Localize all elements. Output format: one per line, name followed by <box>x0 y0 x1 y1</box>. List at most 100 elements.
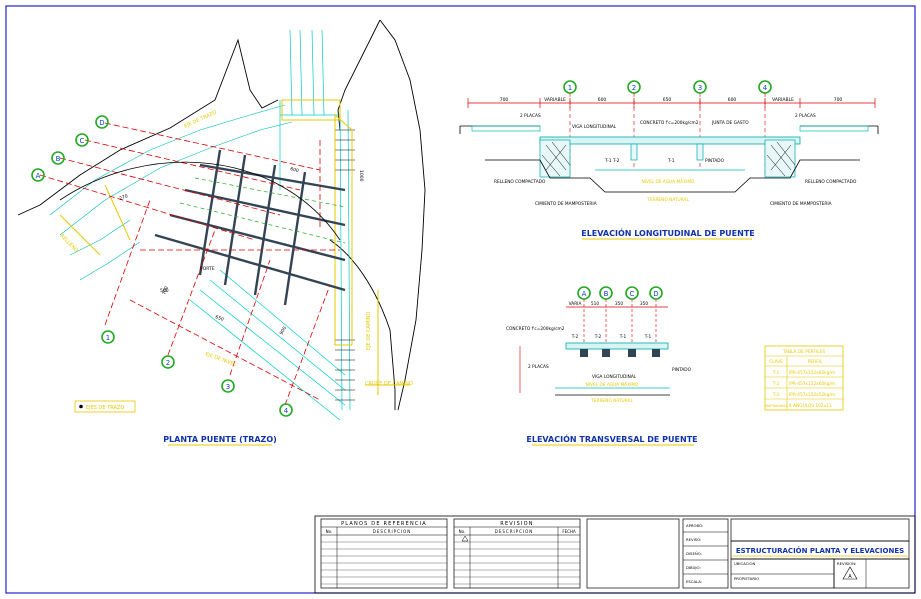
svg-text:3: 3 <box>226 383 230 391</box>
table-row-0-c1: IPR-457x152x82kg/m <box>789 370 835 376</box>
plan-dim-7: 1000 <box>358 170 364 182</box>
table-row-0-c0: T-1 <box>772 370 780 376</box>
revision-box: REVISION No. DESCRIPCION FECHA <box>453 518 581 589</box>
long-note-junta: JUNTA DE GASTO <box>711 120 749 126</box>
embankment-hatch <box>49 104 293 281</box>
plan-legend-label: EJES DE TRAZO <box>86 405 124 411</box>
svg-text:1: 1 <box>568 84 572 92</box>
trans-trabe-0: T-2 <box>571 334 579 340</box>
long-note-tt: T-1 T-2 <box>604 158 620 164</box>
long-note-t1: T-1 <box>667 158 675 164</box>
field-diseno: DISEÑÓ: <box>686 551 702 556</box>
fields-box: APROBÓ: REVISÓ: DISEÑÓ: DIBUJÓ: ESCALA: <box>682 518 729 589</box>
long-dim-0: 700 <box>500 97 509 103</box>
rev-col-0: No. <box>459 529 466 534</box>
plan-bubble-1: 1 <box>101 330 115 344</box>
profile-table: TABLA DE PERFILES CLAVE PERFIL T-1 IPR-4… <box>764 345 844 411</box>
trans-note-terreno: TERRENO NATURAL <box>590 398 633 404</box>
plan-bubble-3: 3 <box>221 379 235 393</box>
long-note-concreto: CONCRETO f'c=200kg/cm2 <box>640 120 699 126</box>
long-dim-4: 600 <box>728 97 737 103</box>
long-bubble-3: 3 <box>693 80 707 94</box>
plan-view: EJE DE TRAZO RELLENO EJE DE NIVEL EJE DE… <box>17 19 426 446</box>
svg-text:3: 3 <box>698 84 702 92</box>
svg-text:C: C <box>630 290 635 298</box>
trans-trabe-3: T-1 <box>644 334 652 340</box>
table-row-2-c1: IPR-457x152x52kg/m <box>789 392 835 398</box>
svg-text:C: C <box>80 137 85 145</box>
long-note-nivel: NIVEL DE AGUA MÁXIMO <box>642 178 695 185</box>
ref-plans-box: PLANOS DE REFERENCIA No. DESCRIPCION <box>320 518 448 589</box>
long-dim-line <box>467 98 876 108</box>
long-dim-6: 700 <box>834 97 843 103</box>
abutments <box>59 99 410 395</box>
left-bank-line <box>17 38 279 216</box>
field-reviso: REVISÓ: <box>686 537 701 542</box>
plan-dim-1: 600 <box>289 166 299 174</box>
long-title: ELEVACIÓN LONGITUDINAL DE PUENTE <box>581 227 755 238</box>
sheet-border <box>5 5 916 594</box>
svg-text:A: A <box>36 172 41 180</box>
plan-dim-5: PORTE <box>200 266 215 272</box>
svg-text:D: D <box>99 119 104 127</box>
long-bubble-4: 4 <box>758 80 772 94</box>
plan-label-1: EJE DE TRAZO <box>183 110 217 130</box>
long-bubble-1: 1 <box>563 80 577 94</box>
plan-label-5: CRUCE DE CAMINO <box>365 381 413 387</box>
long-note-relleno-r: RELLENO COMPACTADO <box>805 179 857 185</box>
rev-triangle <box>461 535 469 542</box>
long-dim-3: 650 <box>663 97 672 103</box>
svg-text:B: B <box>56 155 61 163</box>
table-row-3-c0: DIAFRAGMAS <box>764 404 788 408</box>
plan-dim-4: 500 <box>160 288 169 294</box>
plan-dim-2: 700 <box>161 285 170 295</box>
plan-bubble-4: 4 <box>279 403 293 417</box>
trans-trabe-1: T-2 <box>594 334 602 340</box>
title-block: PLANOS DE REFERENCIA No. DESCRIPCION REV… <box>314 515 916 594</box>
ubicacion-label: UBICACION <box>734 561 755 566</box>
plan-bubble-c: C <box>75 133 89 147</box>
trans-axis-bubbles: A B C D <box>577 286 663 300</box>
table-row-3-c1: 4 ANGULOS 102x13 <box>789 403 832 409</box>
trans-note-viga: VIGA LONGITUDINAL <box>592 374 637 380</box>
svg-text:1: 1 <box>106 334 110 342</box>
right-ticks <box>335 129 355 401</box>
long-dim-2: 600 <box>598 97 607 103</box>
table-row-2-c0: T-3 <box>772 392 780 398</box>
plan-title: PLANTA PUENTE (TRAZO) <box>163 435 277 444</box>
long-note-placas-r: 2 PLACAS <box>795 113 816 119</box>
trans-bubble-d: D <box>649 286 663 300</box>
trans-dim-0: VARIA <box>569 301 582 307</box>
plan-axis-bubbles: 1 2 3 4 D C B A <box>31 115 293 417</box>
road-arc <box>59 161 341 241</box>
trans-bubble-a: A <box>577 286 591 300</box>
trans-elevation: A B C D VARIA 510 350 350 T-2 T-2 <box>506 286 698 446</box>
trans-note-pintado: PINTADO <box>672 367 692 373</box>
trans-dim-3: 350 <box>640 301 648 307</box>
long-dim-1: VARIABLE <box>544 97 566 103</box>
ref-col-1: DESCRIPCION <box>373 529 411 534</box>
svg-text:B: B <box>604 290 609 298</box>
plan-bubble-d: D <box>95 115 109 129</box>
field-dibujo: DIBUJÓ: <box>686 565 701 570</box>
sheet-title: ESTRUCTURACIÓN PLANTA Y ELEVACIONES <box>736 546 904 555</box>
trans-trabe-2: T-1 <box>619 334 627 340</box>
plan-label-4: EJE DE CAMINO <box>366 312 372 350</box>
long-piers <box>630 143 704 161</box>
table-row-1-c1: IPR-457x152x60kg/m <box>789 381 835 387</box>
right-bank-top <box>337 19 381 131</box>
long-note-cimiento-l: CIMIENTO DE MAMPOSTERIA <box>535 201 597 207</box>
revision-triangle <box>842 566 858 580</box>
long-bubble-2: 2 <box>627 80 641 94</box>
plan-axis-lines <box>39 122 340 406</box>
table-title: TABLA DE PERFILES <box>782 349 826 355</box>
trans-bubble-b: B <box>599 286 613 300</box>
plan-dim-3: 650 <box>214 314 224 323</box>
svg-text:2: 2 <box>632 84 636 92</box>
long-abutments <box>539 139 796 178</box>
long-deck <box>539 136 801 145</box>
field-aprobo: APROBÓ: <box>686 523 703 528</box>
rev-col-2: FECHA <box>562 529 576 534</box>
svg-text:4: 4 <box>284 407 289 415</box>
long-note-pintado: PINTADO <box>705 158 725 164</box>
